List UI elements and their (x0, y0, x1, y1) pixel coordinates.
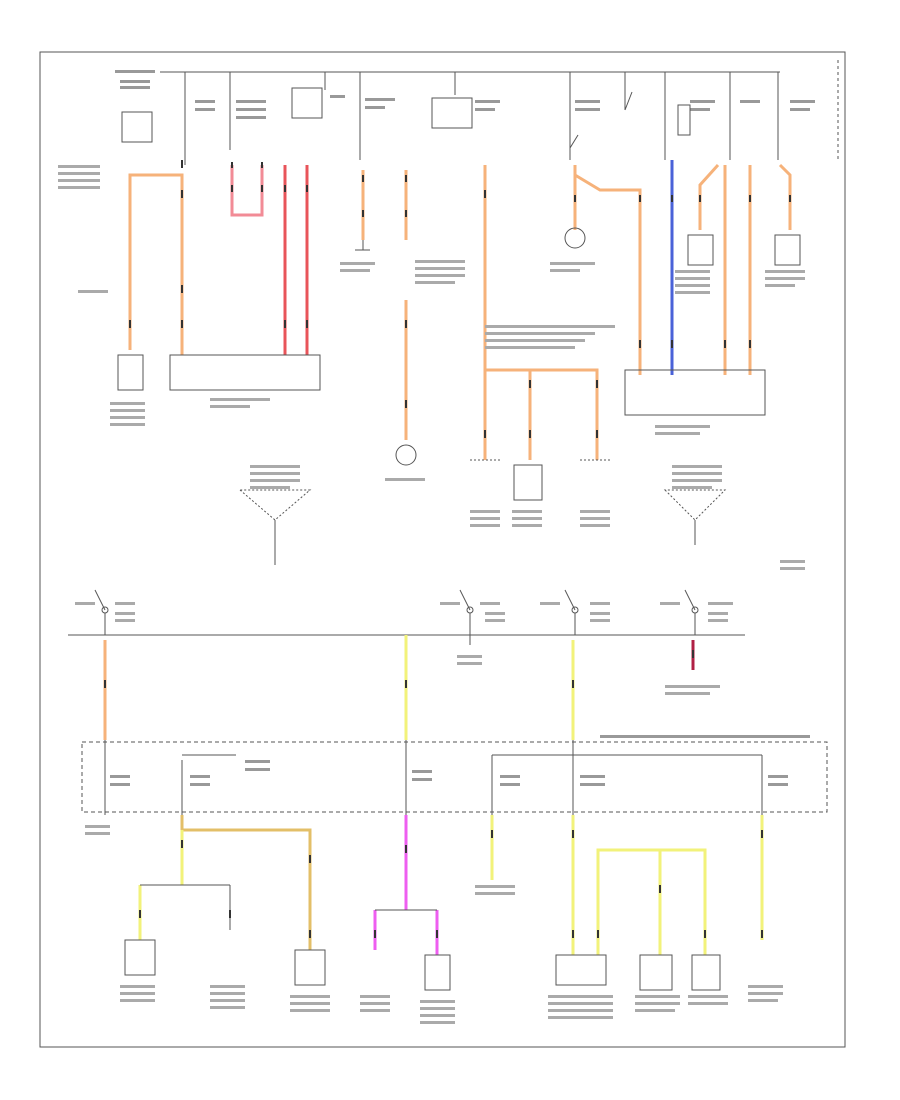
comp-b6 (691, 954, 721, 991)
comp-b2 (294, 949, 326, 986)
wire-orange-7 (485, 368, 599, 460)
upper-grounds (238, 489, 727, 565)
top-connector-marks (129, 160, 791, 438)
middle-connector-marks (104, 650, 694, 688)
diagram-frame (39, 51, 846, 1048)
component-box-2 (513, 464, 543, 501)
instrument-cluster-box (169, 354, 321, 391)
lamp-right (564, 227, 586, 249)
wire-tan (180, 815, 312, 950)
wire-orange-9 (574, 173, 642, 375)
relay-right (677, 104, 691, 136)
illegible-label-blocks (58, 165, 805, 1024)
relay-left (121, 111, 153, 143)
bottom-wires (138, 815, 764, 955)
comp-b1 (124, 939, 156, 976)
comp-b3 (424, 954, 451, 991)
middle-wires (103, 635, 695, 740)
wire-orange-13 (778, 163, 792, 230)
wire-orange-6 (485, 368, 532, 460)
body-control-module-top (624, 369, 766, 416)
diagram-code (45, 1040, 47, 1047)
component-box-4 (774, 234, 801, 266)
top-components (121, 87, 691, 149)
bottom-components (124, 939, 721, 991)
top-fuse-labels (115, 70, 815, 119)
bottom-connector-marks (139, 830, 763, 938)
component-box-1 (117, 354, 144, 391)
wire-red-1 (230, 165, 264, 217)
lower-fuse-block (81, 740, 828, 815)
module-center (291, 87, 323, 119)
bottom-wire-thin (140, 884, 437, 930)
lower-fuse-labels (110, 735, 810, 786)
top-power-bus (160, 60, 839, 165)
wire-yellow-b5 (596, 848, 707, 955)
switch-2 (569, 134, 579, 149)
component-box-3 (687, 234, 714, 266)
top-lower-components (117, 227, 801, 501)
wire-orange-10 (698, 163, 720, 230)
relay-center (431, 97, 473, 129)
comp-b5 (639, 954, 673, 991)
switch-1 (624, 91, 633, 111)
comp-b4 (555, 954, 607, 986)
wire-orange-1 (128, 173, 184, 355)
ground-right (663, 489, 727, 521)
ground-left (238, 489, 312, 521)
lamp-center (395, 444, 417, 466)
